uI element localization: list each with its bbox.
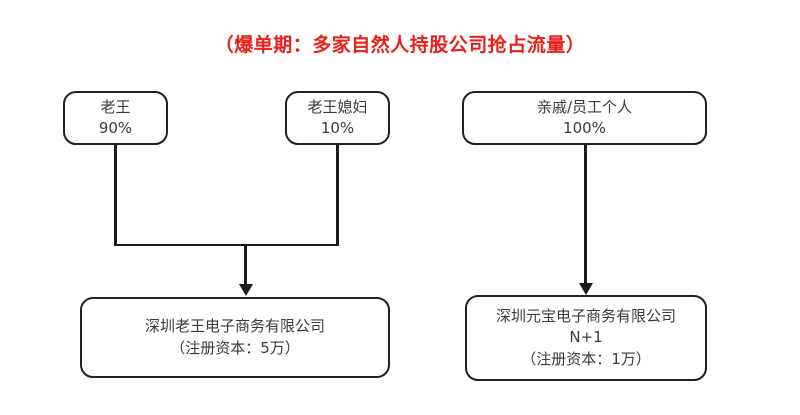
node-company-a-name: 深圳老王电子商务有限公司 — [144, 317, 325, 336]
node-company-b-name: 深圳元宝电子商务有限公司 — [495, 307, 676, 326]
node-company-a: 深圳老王电子商务有限公司 （注册资本：5万） — [80, 297, 390, 378]
node-owner-c: 亲戚/员工个人 100% — [462, 91, 707, 145]
node-owner-b-share: 10% — [320, 119, 355, 137]
arrowhead-left — [238, 284, 253, 296]
node-owner-c-name: 亲戚/员工个人 — [536, 97, 633, 116]
node-owner-a: 老王 90% — [63, 91, 168, 145]
node-company-b: 深圳元宝电子商务有限公司 N+1 （注册资本：1万） — [465, 295, 707, 381]
node-owner-b: 老王媳妇 10% — [285, 91, 390, 145]
node-owner-a-name: 老王 — [100, 97, 131, 116]
node-owner-a-share: 90% — [98, 119, 133, 137]
node-owner-c-share: 100% — [563, 119, 606, 137]
node-company-b-capital: （注册资本：1万） — [521, 349, 651, 368]
connector-left-join-bar — [114, 243, 339, 246]
diagram-title: （爆单期：多家自然人持股公司抢占流量） — [214, 34, 586, 56]
connector-owner-b-drop — [336, 145, 339, 246]
arrowhead-right — [578, 283, 593, 295]
connector-right-stem — [584, 145, 587, 284]
node-company-b-count: N+1 — [569, 328, 603, 347]
node-owner-b-name: 老王媳妇 — [307, 97, 368, 116]
connector-left-stem — [244, 245, 247, 285]
node-company-a-capital: （注册资本：5万） — [170, 338, 300, 357]
connector-owner-a-drop — [114, 145, 117, 246]
